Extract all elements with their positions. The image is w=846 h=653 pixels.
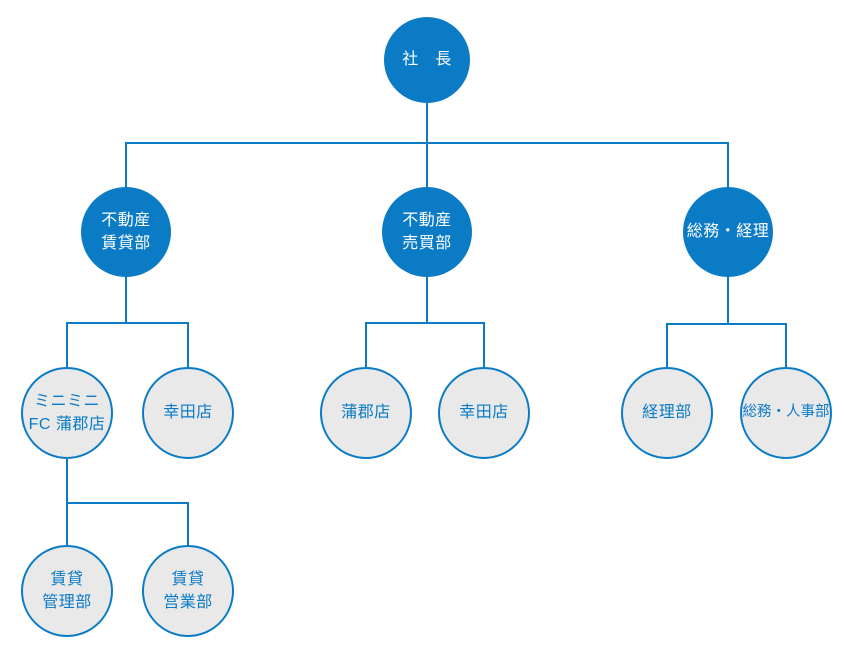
node-real-estate-sales-dept: 不動産 売買部 [382,187,472,277]
connector-kota-leasing-drop [187,322,189,368]
node-real-estate-sales-dept-label: 不動産 売買部 [402,211,452,252]
node-general-affairs-accounting-label: 総務・経理 [686,223,770,241]
node-accounting-dept: 経理部 [621,367,713,459]
node-general-affairs-hr-dept: 総務・人事部 [740,367,832,459]
connector-sales-dept-drop [426,142,428,188]
node-kota-branch-leasing-label: 幸田店 [163,404,213,422]
connector-leasing-sales-drop [187,502,189,546]
connector-leasing-children-rail [67,322,188,324]
connector-accounting-drop [666,323,668,368]
node-gamagori-branch-label: 蒲郡店 [341,404,391,422]
node-president-label: 社 長 [402,51,452,69]
node-general-affairs-hr-dept-label: 総務・人事部 [742,404,830,421]
connector-minimini-drop [66,322,68,368]
node-kota-branch-sales-label: 幸田店 [459,404,509,422]
connector-gamagori-drop [365,322,367,368]
connector-leasing-children-stem [125,276,127,324]
node-leasing-sales-dept: 賃貸 営業部 [142,545,234,637]
connector-minimini-children-rail [67,502,188,504]
node-minimini-fc-gamagori-label: ミニミニ FC 蒲郡店 [28,392,106,433]
node-real-estate-leasing-dept-label: 不動産 賃貸部 [101,211,151,252]
node-kota-branch-sales: 幸田店 [438,367,530,459]
connector-president-drop [426,102,428,144]
connector-leasing-dept-drop [125,142,127,188]
connector-admin-dept-drop [727,142,729,188]
node-leasing-management-dept-label: 賃貸 管理部 [42,570,92,611]
node-minimini-fc-gamagori: ミニミニ FC 蒲郡店 [21,367,113,459]
node-leasing-sales-dept-label: 賃貸 営業部 [163,570,213,611]
connector-sales-children-stem [426,276,428,324]
node-gamagori-branch: 蒲郡店 [320,367,412,459]
node-accounting-dept-label: 経理部 [642,404,692,422]
connector-admin-children-rail [667,323,786,325]
node-president: 社 長 [384,17,470,103]
connector-hr-drop [785,323,787,368]
node-real-estate-leasing-dept: 不動産 賃貸部 [81,187,171,277]
connector-sales-children-rail [366,322,484,324]
connector-admin-children-stem [727,276,729,324]
connector-kota-sales-drop [483,322,485,368]
node-general-affairs-accounting: 総務・経理 [683,187,773,277]
node-leasing-management-dept: 賃貸 管理部 [21,545,113,637]
node-kota-branch-leasing: 幸田店 [142,367,234,459]
